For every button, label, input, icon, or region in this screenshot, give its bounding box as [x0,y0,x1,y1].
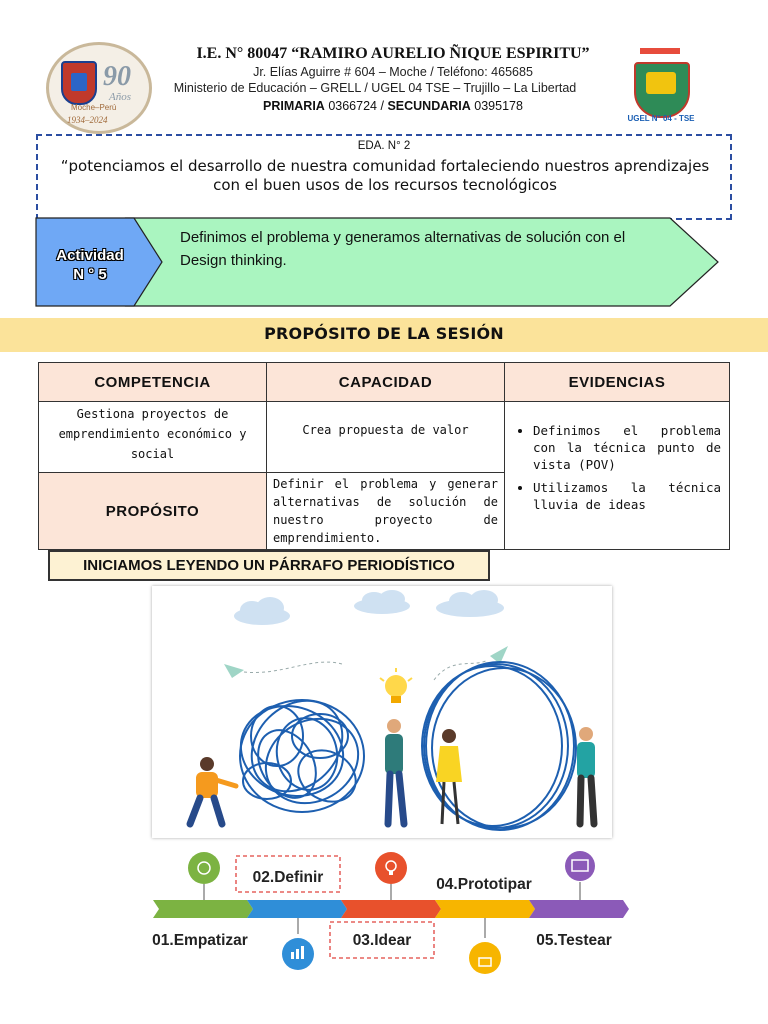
loop-coil-icon [421,661,577,831]
secondary-label: SECUNDARIA [387,99,471,113]
timeline-label-prototipar: 04.Prototipar [436,876,532,893]
timeline-segment-5 [529,900,629,918]
idea-icon [375,852,407,884]
table-row: Gestiona proyectos de emprendimiento eco… [38,401,730,550]
eda-text: “potenciamos el desarrollo de nuestra co… [60,157,710,194]
proposito-text: Definir el problema y generar alternativ… [266,472,505,550]
cloud-icon [234,590,504,625]
school-shield-icon [61,61,97,105]
table-header-row: COMPETENCIA CAPACIDAD EVIDENCIAS [38,362,730,402]
timeline-label-testear: 05.Testear [536,932,612,949]
timeline-segment-2 [247,900,347,918]
activity-label-line1: Actividad [56,247,124,264]
evidencia-item: Utilizamos la técnica lluvia de ideas [533,479,721,513]
header-evidencias: EVIDENCIAS [504,362,730,402]
activity-label: Actividad N ° 5 [42,246,138,284]
idear-dashed-box [329,921,435,959]
activity-blue-pentagon [35,217,163,307]
ugel-logo-text: UGEL N° 04 - TSE [627,114,695,123]
lightbulb-icon [379,668,413,703]
primary-code: 0366724 [328,99,377,113]
eda-title: EDA. N° 2 [357,140,411,152]
header-competencia: COMPETENCIA [38,362,267,402]
logo-number: 90 [103,61,131,92]
timeline-segment-4 [435,900,535,918]
crest-icon [634,62,690,118]
person-yellow-dress-icon [436,729,462,825]
activity-banner [35,217,719,307]
activity-text: Definimos el problema y generamos altern… [180,229,626,269]
flag-icon [640,48,680,60]
level-codes: PRIMARIA 0366724 / SECUNDARIA 0395178 [168,99,618,113]
logo-years: 1934–2024 [67,115,108,125]
ugel-logo: UGEL N° 04 - TSE [620,44,702,128]
smile-icon [188,852,220,884]
primary-label: PRIMARIA [263,99,325,113]
prototype-icon [469,942,501,974]
timeline-segment-1 [153,900,253,918]
ministry-line: Ministerio de Educación – GRELL / UGEL 0… [173,81,577,95]
test-icon [565,851,595,881]
evidencia-item: Definimos el problema con la técnica pun… [533,422,721,473]
header-capacidad: CAPACIDAD [266,362,505,402]
logo-place: Moche–Perú [71,103,117,112]
evidencias-list: Definimos el problema con la técnica pun… [511,422,721,513]
secondary-code: 0395178 [474,99,523,113]
person-holding-loop-icon [576,727,598,828]
level-separator: / [380,99,384,113]
timeline-segment-3 [341,900,441,918]
person-crouching-icon [186,757,239,828]
evidencias-cell: Definimos el problema con la técnica pun… [504,401,730,550]
school-address: Jr. Elías Aguirre # 604 – Moche / Teléfo… [253,65,533,79]
timeline-label-definir: 02.Definir [253,869,324,886]
lead-heading-box [48,550,490,581]
paper-plane-icon [224,646,508,678]
proposito-label: PROPÓSITO [38,472,267,550]
purpose-title: PROPÓSITO DE LA SESIÓN [264,324,504,343]
competence-table: COMPETENCIA CAPACIDAD EVIDENCIAS Gestion… [38,362,730,550]
logo-word: Años [109,91,131,103]
school-anniversary-logo: 90 Años Moche–Perú 1934–2024 [46,42,152,134]
definir-dashed-box [235,855,341,893]
competencia-cell: Gestiona proyectos de emprendimiento eco… [38,401,267,473]
activity-label-line2: N ° 5 [73,266,107,283]
design-thinking-timeline: 01.Empatizar 02.Definir 03.Idear 04.Prot… [152,851,629,974]
design-thinking-illustration [152,586,612,838]
lead-heading: INICIAMOS LEYENDO UN PÁRRAFO PERIODÍSTIC… [83,557,455,574]
tangled-yarn-icon [239,699,365,813]
chart-icon [282,938,314,970]
person-standing-icon [384,719,408,828]
capacidad-cell: Crea propuesta de valor [266,401,505,473]
purpose-band [0,318,768,352]
school-name: I.E. N° 80047 “RAMIRO AURELIO ÑIQUE ESPI… [196,45,590,62]
timeline-label-idear: 03.Idear [353,932,412,949]
table-row: PROPÓSITO Definir el problema y generar … [38,472,730,550]
timeline-label-empatizar: 01.Empatizar [152,932,248,949]
